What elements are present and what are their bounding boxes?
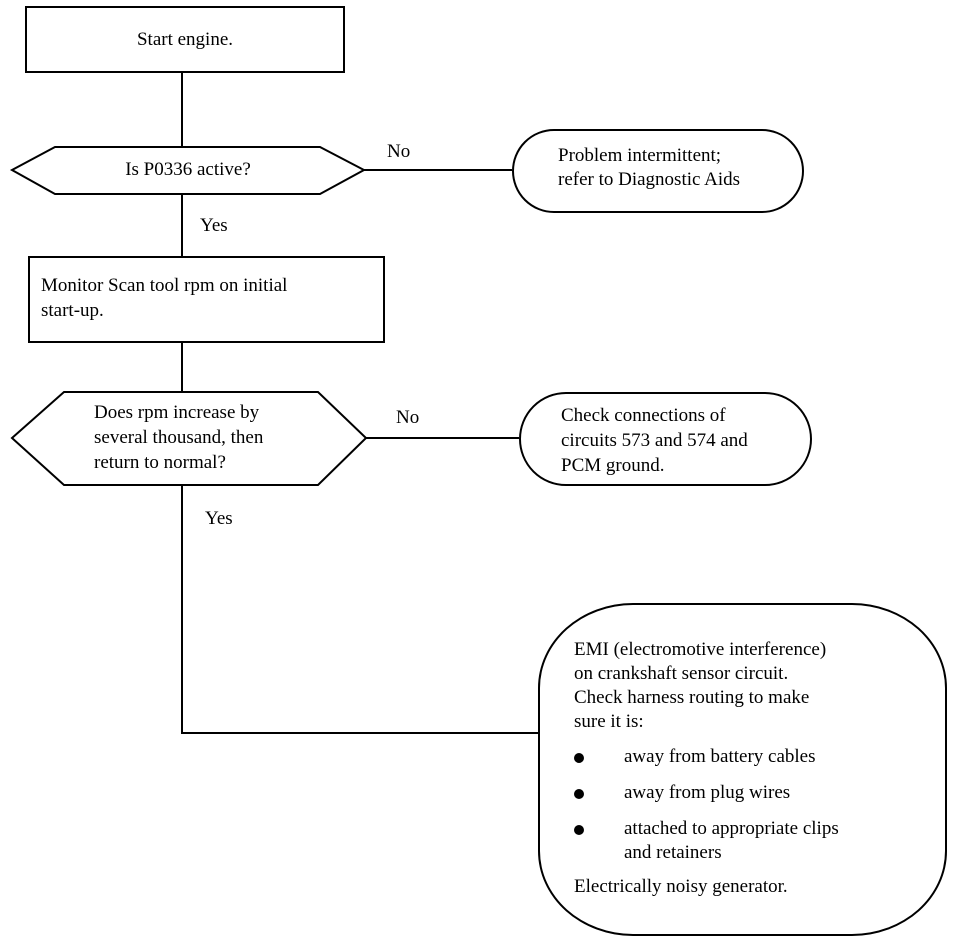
bullet-item-clips-continued: and retainers xyxy=(624,842,722,863)
decision2-line-2: several thousand, then xyxy=(94,427,264,448)
emi-terminal: EMI (electromotive interference) on cran… xyxy=(538,603,947,936)
bullet-dot xyxy=(574,753,584,763)
bullet-text: attached to appropriate clips xyxy=(624,818,839,839)
terminal1-line-2: refer to Diagnostic Aids xyxy=(558,169,741,190)
process1-line-1: Monitor Scan tool rpm on initial xyxy=(41,275,288,296)
decision1-yes-label: Yes xyxy=(200,215,228,236)
bullet-dot xyxy=(574,825,584,835)
start-engine-text: Start engine. xyxy=(136,29,234,50)
problem-intermittent-terminal: Problem intermittent; refer to Diagnosti… xyxy=(512,129,804,213)
bullet-dot xyxy=(574,789,584,799)
decision2-no-label: No xyxy=(396,407,420,428)
bullet-text: away from battery cables xyxy=(624,746,816,767)
decision2-line-1: Does rpm increase by xyxy=(94,402,260,423)
bullet-item-battery: away from battery cables xyxy=(574,745,816,769)
bullet-item-plug-wires: away from plug wires xyxy=(574,781,790,805)
terminal2-line-2: circuits 573 and 574 and xyxy=(561,430,748,451)
connector-decision2-yes xyxy=(181,485,538,734)
terminal3-intro-4: sure it is: xyxy=(574,711,644,732)
decision1-no-label: No xyxy=(387,141,411,162)
terminal2-line-1: Check connections of xyxy=(561,405,726,426)
decision2-yes-label: Yes xyxy=(205,508,233,529)
terminal1-line-1: Problem intermittent; xyxy=(558,145,722,166)
terminal3-intro-2: on crankshaft sensor circuit. xyxy=(574,663,789,684)
monitor-scan-tool-box: Monitor Scan tool rpm on initial start-u… xyxy=(28,256,385,343)
terminal3-intro-1: EMI (electromotive interference) xyxy=(574,639,827,660)
terminal3-outro: Electrically noisy generator. xyxy=(574,876,788,897)
bullet-text: away from plug wires xyxy=(624,782,791,803)
process1-line-2: start-up. xyxy=(41,300,104,321)
start-engine-box: Start engine. xyxy=(25,6,345,73)
terminal3-intro-3: Check harness routing to make xyxy=(574,687,810,708)
decision2-line-3: return to normal? xyxy=(94,452,226,473)
decision1-question: Is P0336 active? xyxy=(125,159,251,180)
bullet-item-clips: attached to appropriate clips xyxy=(574,817,839,841)
check-connections-terminal: Check connections of circuits 573 and 57… xyxy=(519,392,812,486)
terminal2-line-3: PCM ground. xyxy=(561,455,665,476)
